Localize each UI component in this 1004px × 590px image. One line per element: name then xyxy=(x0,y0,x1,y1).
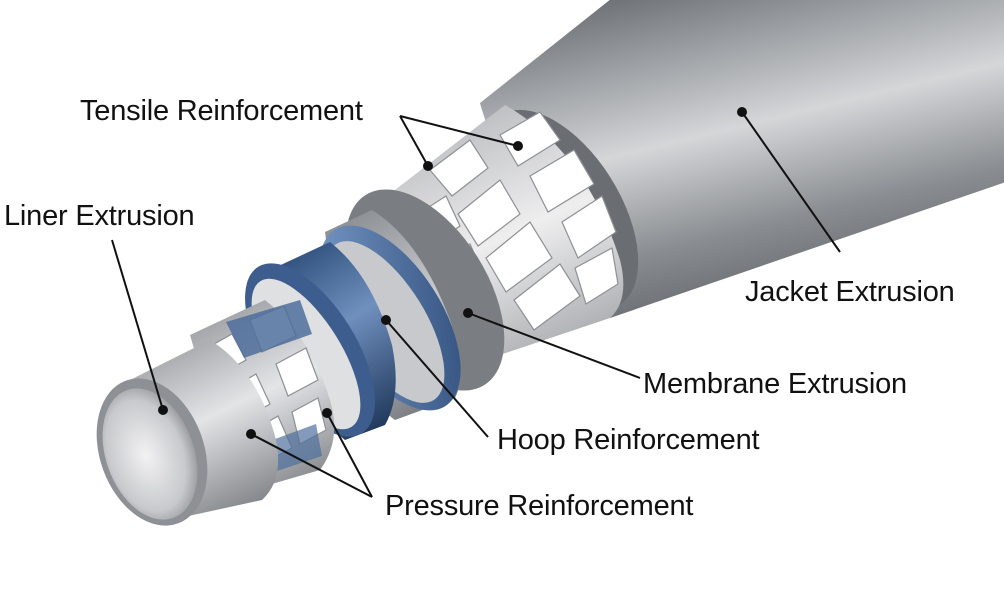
dot-liner xyxy=(158,405,168,415)
dot-jacket xyxy=(737,107,747,117)
dot-tensile-a xyxy=(513,141,523,151)
label-liner-extrusion: Liner Extrusion xyxy=(4,200,194,232)
liner-extrusion-layer xyxy=(96,340,279,526)
dot-tensile-b xyxy=(423,161,433,171)
leader-lines xyxy=(111,111,841,498)
leader-pressure-b xyxy=(326,412,373,498)
dot-pressure-b xyxy=(322,408,332,418)
label-jacket-extrusion: Jacket Extrusion xyxy=(745,276,955,308)
leader-hoop xyxy=(385,319,489,438)
label-hoop-reinforcement: Hoop Reinforcement xyxy=(497,424,760,456)
dot-pressure-a xyxy=(246,429,256,439)
leader-jacket xyxy=(741,111,841,253)
leader-tensile-b xyxy=(399,115,429,167)
dot-hoop xyxy=(381,315,391,325)
label-pressure-reinforcement: Pressure Reinforcement xyxy=(385,490,693,522)
leader-tensile-a xyxy=(399,115,519,147)
leader-membrane xyxy=(467,312,641,379)
dot-membrane xyxy=(463,308,473,318)
label-tensile-reinforcement: Tensile Reinforcement xyxy=(80,95,363,127)
leader-liner xyxy=(111,239,164,411)
leader-dots xyxy=(158,107,747,439)
leader-pressure-a xyxy=(250,433,373,498)
label-membrane-extrusion: Membrane Extrusion xyxy=(643,368,907,400)
